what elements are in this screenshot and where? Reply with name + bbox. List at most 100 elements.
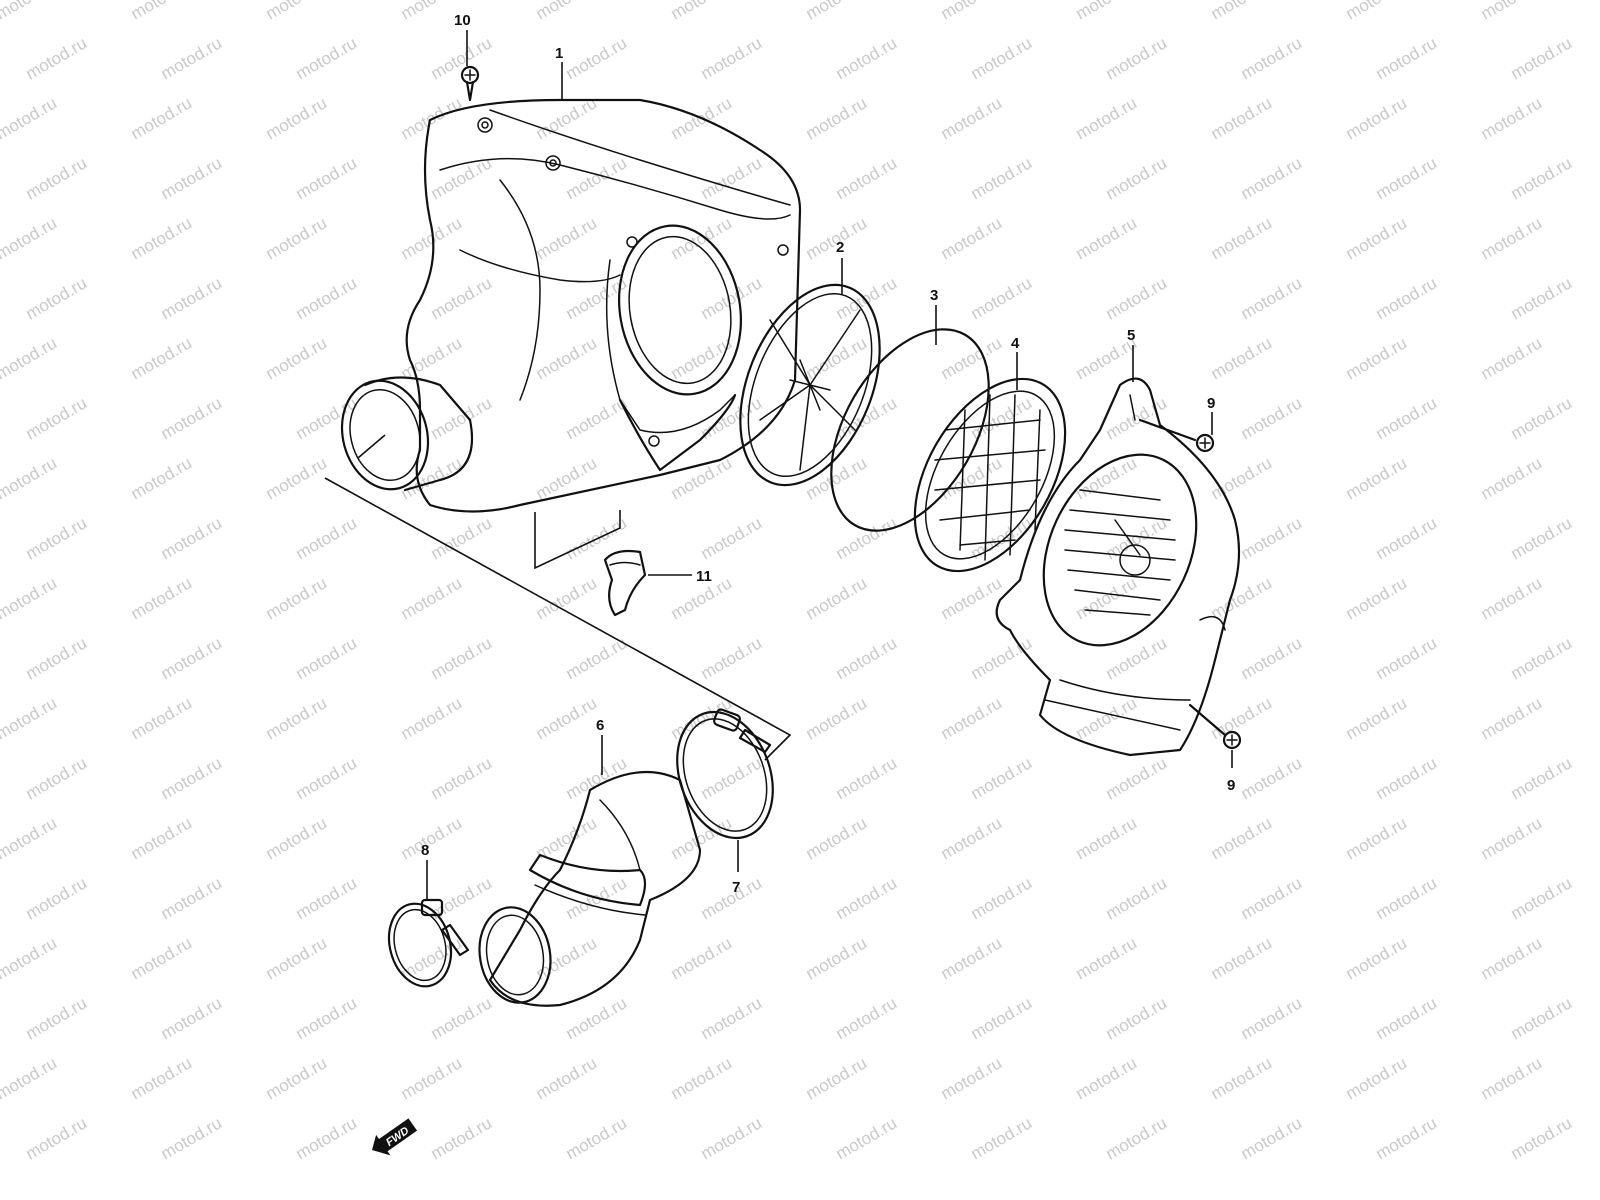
watermark-text: motod.ru bbox=[293, 633, 361, 683]
watermark-text: motod.ru bbox=[398, 813, 466, 863]
watermark-text: motod.ru bbox=[1073, 813, 1141, 863]
watermark-text: motod.ru bbox=[398, 1053, 466, 1103]
watermark-text: motod.ru bbox=[1238, 1113, 1306, 1163]
watermark-text: motod.ru bbox=[938, 333, 1006, 383]
watermark-text: motod.ru bbox=[533, 1053, 601, 1103]
watermark-text: motod.ru bbox=[263, 813, 331, 863]
watermark-text: motod.ru bbox=[833, 33, 901, 83]
watermark-text: motod.ru bbox=[128, 573, 196, 623]
watermark-text: motod.ru bbox=[668, 933, 736, 983]
watermark-text: motod.ru bbox=[263, 573, 331, 623]
watermark-text: motod.ru bbox=[23, 1113, 91, 1163]
part-1-air-cleaner-case[interactable] bbox=[330, 98, 802, 513]
part-11-drain-plug[interactable] bbox=[603, 549, 647, 617]
part-5-cover[interactable] bbox=[995, 377, 1241, 757]
watermark-text: motod.ru bbox=[1208, 1053, 1276, 1103]
watermark-text: motod.ru bbox=[1343, 333, 1411, 383]
watermark-text: motod.ru bbox=[398, 693, 466, 743]
watermark-text: motod.ru bbox=[1073, 213, 1141, 263]
watermark-text: motod.ru bbox=[968, 273, 1036, 323]
part-10-screw[interactable] bbox=[460, 65, 480, 102]
watermark-text: motod.ru bbox=[0, 573, 60, 623]
watermark-text: motod.ru bbox=[1478, 213, 1546, 263]
watermark-text: motod.ru bbox=[1073, 573, 1141, 623]
watermark-text: motod.ru bbox=[1373, 873, 1441, 923]
watermark-text: motod.ru bbox=[398, 453, 466, 503]
watermark-text: motod.ru bbox=[128, 453, 196, 503]
watermark-text: motod.ru bbox=[158, 993, 226, 1043]
watermark-text: motod.ru bbox=[938, 0, 1006, 23]
part-8-clamp[interactable] bbox=[380, 897, 470, 994]
watermark-text: motod.ru bbox=[293, 513, 361, 563]
watermark-text: motod.ru bbox=[23, 153, 91, 203]
watermark-text: motod.ru bbox=[668, 1053, 736, 1103]
watermark-text: motod.ru bbox=[23, 873, 91, 923]
watermark-text: motod.ru bbox=[1508, 1113, 1576, 1163]
watermark-text: motod.ru bbox=[938, 933, 1006, 983]
part-2-filter-frame[interactable] bbox=[713, 264, 907, 505]
watermark-text: motod.ru bbox=[1478, 453, 1546, 503]
callout-10: 10 bbox=[454, 12, 471, 29]
watermark-text: motod.ru bbox=[128, 813, 196, 863]
part-7-clamp[interactable] bbox=[660, 699, 789, 852]
watermark-text: motod.ru bbox=[833, 513, 901, 563]
watermark-text: motod.ru bbox=[938, 813, 1006, 863]
watermark-text: motod.ru bbox=[1508, 153, 1576, 203]
watermark-text: motod.ru bbox=[1073, 1053, 1141, 1103]
callout-labels: 1 2 3 4 5 6 7 8 9 9 10 11 bbox=[421, 12, 1235, 896]
part-3-filter-element[interactable] bbox=[799, 302, 1022, 558]
watermark-text: motod.ru bbox=[1073, 933, 1141, 983]
watermark-text: motod.ru bbox=[23, 993, 91, 1043]
watermark-text: motod.ru bbox=[533, 213, 601, 263]
watermark-text: motod.ru bbox=[833, 633, 901, 683]
watermark-text: motod.ru bbox=[1343, 1053, 1411, 1103]
watermark-text: motod.ru bbox=[128, 93, 196, 143]
watermark-text: motod.ru bbox=[293, 753, 361, 803]
watermark-text: motod.ru bbox=[1103, 33, 1171, 83]
watermark-text: motod.ru bbox=[0, 333, 60, 383]
watermark-text: motod.ru bbox=[1103, 753, 1171, 803]
callout-9-upper: 9 bbox=[1207, 395, 1215, 412]
watermark-text: motod.ru bbox=[563, 153, 631, 203]
watermark-text: motod.ru bbox=[0, 213, 60, 263]
watermark-text: motod.ru bbox=[1478, 573, 1546, 623]
watermark-text: motod.ru bbox=[158, 1113, 226, 1163]
watermark-text: motod.ru bbox=[1208, 453, 1276, 503]
callout-9-lower: 9 bbox=[1227, 777, 1235, 794]
watermark-text: motod.ru bbox=[1238, 393, 1306, 443]
watermark-text: motod.ru bbox=[803, 0, 871, 23]
watermark-text: motod.ru bbox=[428, 993, 496, 1043]
watermark-text: motod.ru bbox=[158, 753, 226, 803]
watermark-text: motod.ru bbox=[938, 93, 1006, 143]
watermark-text: motod.ru bbox=[1508, 33, 1576, 83]
watermark-text: motod.ru bbox=[428, 1113, 496, 1163]
watermark-text: motod.ru bbox=[698, 633, 766, 683]
watermark-text: motod.ru bbox=[1208, 213, 1276, 263]
watermark-text: motod.ru bbox=[293, 1113, 361, 1163]
watermark-text: motod.ru bbox=[0, 1053, 60, 1103]
watermark-text: motod.ru bbox=[1343, 933, 1411, 983]
watermark-text: motod.ru bbox=[563, 1113, 631, 1163]
callout-4: 4 bbox=[1011, 335, 1020, 352]
watermark-text: motod.ru bbox=[1073, 0, 1141, 23]
watermark-text: motod.ru bbox=[293, 273, 361, 323]
watermark-text: motod.ru bbox=[1208, 0, 1276, 23]
watermark-text: motod.ru bbox=[158, 33, 226, 83]
watermark-text: motod.ru bbox=[668, 0, 736, 23]
watermark-text: motod.ru bbox=[968, 753, 1036, 803]
part-9-screw-lower[interactable] bbox=[1188, 703, 1242, 750]
part-6-intake-hose[interactable] bbox=[472, 770, 702, 1008]
watermark-text: motod.ru bbox=[1238, 273, 1306, 323]
watermark-text: motod.ru bbox=[1373, 273, 1441, 323]
watermark-text: motod.ru bbox=[398, 573, 466, 623]
part-4-filter-grid[interactable] bbox=[884, 353, 1096, 597]
watermark-text: motod.ru bbox=[1343, 453, 1411, 503]
watermark-text: motod.ru bbox=[0, 0, 60, 23]
part-9-screw-upper[interactable] bbox=[1138, 418, 1215, 453]
watermark-text: motod.ru bbox=[938, 453, 1006, 503]
watermark-text: motod.ru bbox=[1103, 873, 1171, 923]
watermark-text: motod.ru bbox=[428, 153, 496, 203]
watermark-text: motod.ru bbox=[263, 93, 331, 143]
callout-1: 1 bbox=[555, 45, 563, 62]
watermark-text: motod.ru bbox=[698, 33, 766, 83]
